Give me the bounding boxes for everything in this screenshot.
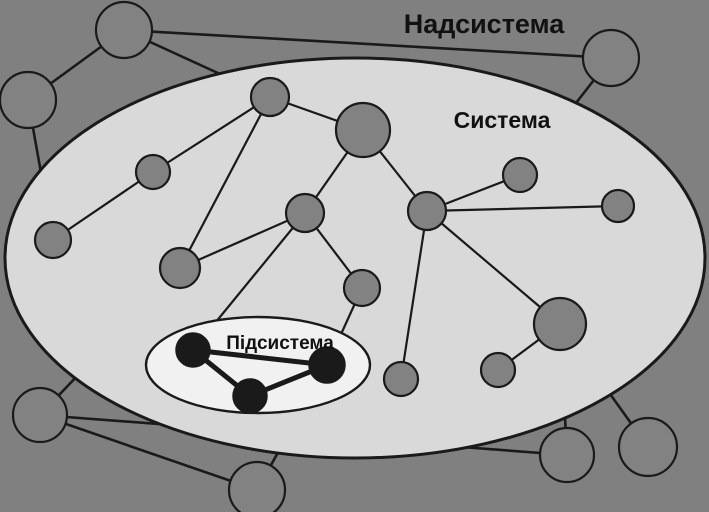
node-s12[interactable] <box>479 351 517 389</box>
node-s8[interactable] <box>406 190 448 232</box>
node-layer <box>0 0 679 512</box>
node-s7[interactable] <box>342 268 382 308</box>
node-s11[interactable] <box>532 296 588 352</box>
edge-s8-s10 <box>425 204 620 213</box>
node-o5[interactable] <box>227 460 287 512</box>
edge-s8-s13 <box>399 209 429 381</box>
node-s3[interactable] <box>134 153 172 191</box>
edge-s5-s6 <box>178 211 307 270</box>
node-o4[interactable] <box>11 386 69 444</box>
node-s9[interactable] <box>501 156 539 194</box>
node-o6[interactable] <box>538 426 596 484</box>
edge-b1-b3 <box>190 347 330 368</box>
node-s5[interactable] <box>158 246 202 290</box>
edge-o1-o3 <box>122 28 613 60</box>
node-b1[interactable] <box>175 332 211 368</box>
node-o1[interactable] <box>94 0 154 60</box>
edge-s1-s3 <box>151 95 272 174</box>
edge-o4-o5 <box>38 413 259 492</box>
edge-s3-s4 <box>51 170 155 242</box>
node-o2[interactable] <box>0 70 58 130</box>
subsystem-label: Підсистема <box>226 333 334 354</box>
node-s13[interactable] <box>382 360 420 398</box>
edge-s8-s11 <box>425 209 562 326</box>
system-label: Система <box>454 107 551 133</box>
node-s2[interactable] <box>334 101 392 159</box>
node-s1[interactable] <box>249 76 291 118</box>
node-s6[interactable] <box>284 192 326 234</box>
node-s10[interactable] <box>600 188 636 224</box>
node-o3[interactable] <box>581 28 641 88</box>
node-b3[interactable] <box>308 346 346 384</box>
node-s4[interactable] <box>33 220 73 260</box>
node-o7[interactable] <box>617 416 679 478</box>
edge-s1-s5 <box>178 95 272 270</box>
node-b2[interactable] <box>232 378 268 414</box>
supersystem-label: Надсистема <box>404 9 565 39</box>
